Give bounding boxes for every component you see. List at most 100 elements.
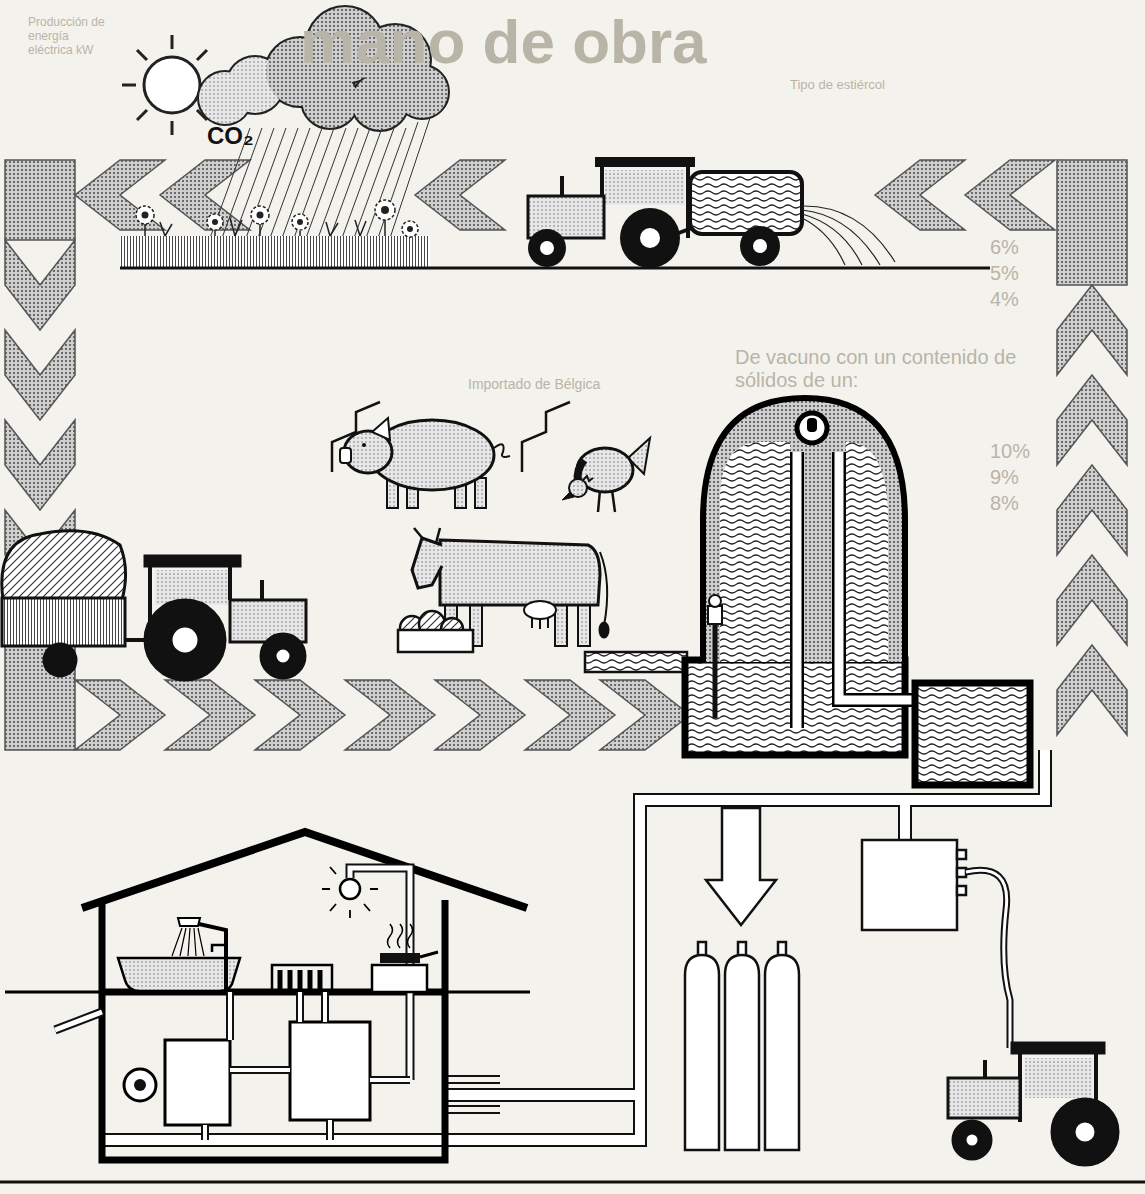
hay-tractor [2,531,306,680]
cycle-arrow-band-part [75,680,165,750]
house-part [190,922,226,991]
biogas-digester-part [709,595,721,607]
cycle-arrow-band-part [1057,645,1127,735]
chicken-part [562,492,574,500]
gas-dispenser-part [957,850,966,859]
rain-cloud-part-part [302,72,358,128]
flower-field-part-part [381,206,389,214]
house-part [82,832,527,908]
cycle-arrow-band-part [965,160,1055,230]
cycle-arrow-band-part [75,160,165,230]
gas-powered-tractor-part [1025,1058,1093,1098]
cow-part [412,538,442,588]
house-part [340,879,360,899]
slurry-spreader-tractor-part [540,241,554,255]
rain-cloud-part-part [302,72,358,128]
cycle-arrow-band-part [1057,285,1127,375]
pig-part [475,478,486,508]
rain-cloud-part-part [352,74,408,130]
cycle-arrow-band-part [5,240,75,330]
cycle-arrow-band-part [1057,555,1127,645]
hay-tractor-part [260,580,264,600]
cycle-arrow-band-part [5,420,75,510]
gas-pipe-network-part [105,750,1045,1140]
rain-cloud-part [199,7,448,130]
rain-cloud [199,7,448,238]
flower-field-part [136,200,418,237]
house-part [290,1022,370,1120]
slurry-spreader-tractor-part [690,172,802,234]
gas-powered-tractor-part [1052,1099,1118,1165]
chicken-part [522,402,570,472]
gas-cylinders-part [685,955,719,1150]
biogas-digester-part [846,442,888,662]
cycle-arrow-band [5,160,1127,750]
cycle-arrow-band-part [600,680,690,750]
hay-tractor-part [145,556,240,566]
cow [412,528,608,646]
cycle-arrow-band-part [415,160,505,230]
gas-powered-tractor-part [983,1060,987,1078]
chicken [522,402,650,512]
pig [332,402,510,508]
pig-part [372,418,390,440]
hay-tractor-part [2,531,126,600]
gas-powered-tractor-part [953,1121,991,1159]
flower-field-part [142,206,414,232]
cow-part [414,528,440,543]
sun-part [144,57,200,113]
house-part [178,918,200,926]
slurry-spreader-tractor-part [802,206,895,265]
hay-tractor-part [275,648,291,664]
house-part [280,970,320,990]
feed-trough [398,611,473,652]
gas-powered-tractor-part [948,1078,1020,1118]
flower-field-part-part [257,212,264,219]
gas-pipe-network [105,750,1045,1140]
chicken-part [583,476,593,481]
gas-dispenser-part [957,886,966,895]
hay-tractor-part [145,600,225,680]
house-part [372,965,427,992]
slurry-spreader-tractor-part [753,239,767,253]
flower-field-part-part [375,200,395,220]
show-through-number: 5% [990,262,1019,285]
cycle-arrow-band-part [5,330,75,420]
show-through-number: 10% [990,440,1030,463]
cycle-arrow-band-part [1057,465,1127,555]
slurry-spreader-tractor-part [528,229,566,267]
gas-powered-tractor-part [1074,1121,1096,1143]
slurry-spreader-tractor-part [740,226,780,266]
gas-dispenser-part [862,840,957,930]
cycle-arrow-band-part [435,680,525,750]
house-part [322,867,378,918]
cycle-arrow-band-part [165,680,255,750]
house-part [118,958,240,991]
biogas-digester-part [797,413,827,443]
gas-dispenser-part [966,870,1010,1048]
flower-field-part-part [297,219,303,225]
cycle-arrow-band-part [255,680,345,750]
cycle-arrow-band-part [1057,160,1127,285]
flower-field-part-part [212,219,218,225]
gas-pipe-network-part [445,1076,500,1113]
house-part [205,992,410,1140]
biogas-digester-part [720,442,790,662]
slurry-spreader-tractor-part [560,176,564,196]
show-through-text: De vacuno con un contenido de sólidos de… [735,346,1053,392]
house-part [55,1012,102,1030]
house-part [55,1012,102,1030]
cycle-arrow-band-part [5,160,75,240]
slurry-spreader-tractor-part [605,170,685,205]
flower-field-part [120,267,990,270]
flower-field-part-part [292,214,308,230]
biogas-digester [585,398,1030,785]
show-through-number: 4% [990,288,1019,311]
house-part [5,991,530,994]
cycle-arrow-band-part [345,680,435,750]
show-through-text: Tipo de estiércol [790,78,885,93]
cycle-arrow-band-part [875,160,965,230]
show-through-number: 6% [990,236,1019,259]
rain-cloud-part-part [352,74,408,130]
